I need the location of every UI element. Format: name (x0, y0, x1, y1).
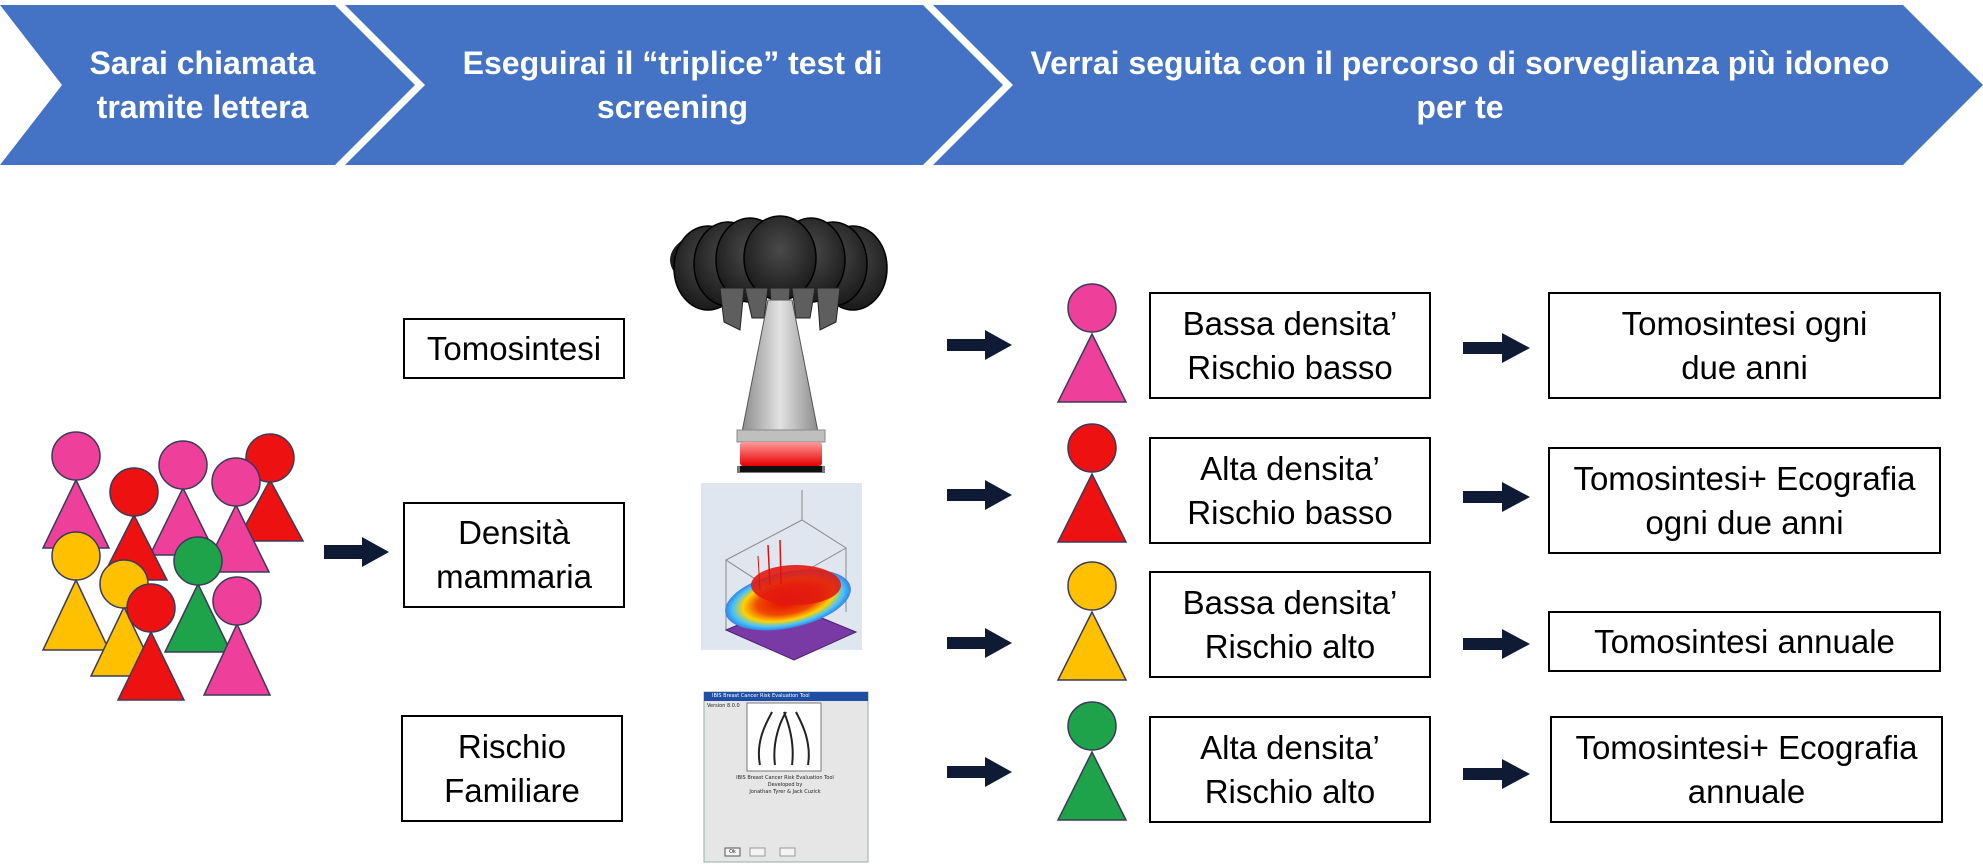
arrow-icon (947, 480, 1012, 510)
person-icon (41, 431, 111, 549)
person-icon-yellow (1056, 561, 1128, 681)
software-developed-by: Developed by (767, 782, 803, 788)
software-authors: Jonathan Tyrer & Jack Cuzick (749, 789, 821, 795)
chevron-step-1 (0, 5, 415, 165)
category-box: Alta densita’ Rischio basso (1149, 437, 1431, 544)
density-3d-plot-image (701, 483, 862, 661)
arrow-icon (947, 330, 1012, 360)
step-1-label: Sarai chiamata tramite lettera (89, 45, 316, 125)
person-icon (41, 531, 111, 651)
software-tool-name: IBIS Breast Cancer Risk Evaluation Tool (736, 775, 834, 781)
person-icon-green (1056, 701, 1128, 821)
person-icon (235, 433, 305, 542)
category-box: Bassa densita’ Rischio alto (1149, 571, 1431, 678)
arrow-icon (947, 628, 1012, 658)
risk-software-screenshot-image (703, 691, 869, 863)
step-3-label: Verrai seguita con il percorso di sorveg… (1030, 45, 1890, 125)
arrow-icon (1463, 482, 1530, 512)
arrow-icon (1463, 333, 1530, 363)
arrow-icon (324, 537, 389, 567)
arrow-icon (1463, 629, 1530, 659)
software-window-title: IBIS Breast Cancer Risk Evaluation Tool (712, 693, 810, 699)
surveillance-box: Tomosintesi ogni due anni (1548, 292, 1941, 399)
mammography-machine-image (670, 215, 888, 473)
test-box-rischio-familiare: Rischio Familiare (401, 715, 623, 822)
category-box: Bassa densita’ Rischio basso (1149, 292, 1431, 399)
chevron-step-3 (933, 5, 1983, 165)
software-version: Version 8.0.0 (707, 703, 740, 709)
surveillance-box: Tomosintesi+ Ecografia ogni due anni (1548, 447, 1941, 554)
test-box-densita: Densità mammaria (403, 502, 625, 608)
category-box: Alta densita’ Rischio alto (1149, 716, 1431, 823)
surveillance-box: Tomosintesi annuale (1548, 611, 1941, 672)
person-icon (163, 536, 233, 653)
surveillance-box: Tomosintesi+ Ecografia annuale (1550, 716, 1943, 823)
arrow-icon (947, 757, 1012, 787)
arrow-icon (1463, 759, 1530, 789)
person-icon-pink (1056, 283, 1128, 403)
women-crowd (41, 431, 305, 701)
chevron-step-2 (345, 5, 1003, 165)
person-icon-red (1056, 423, 1128, 543)
test-box-tomosintesi: Tomosintesi (403, 318, 625, 379)
person-icon (202, 576, 272, 696)
person-icon (116, 583, 186, 701)
step-2-label: Eseguirai il “triplice” test di screenin… (462, 45, 883, 125)
software-ok-button[interactable]: Ok (729, 849, 736, 855)
